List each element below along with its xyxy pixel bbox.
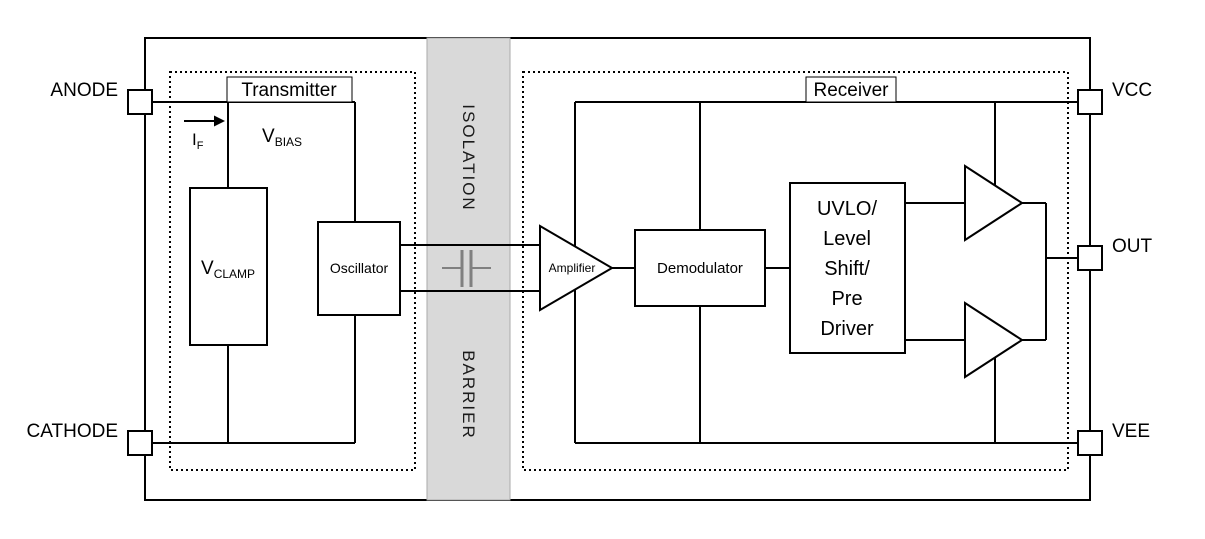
receiver-wires [574, 101, 1078, 444]
amplifier-label: Amplifier [549, 261, 596, 275]
if-current-arrow-icon [184, 115, 225, 127]
pin-label-cathode: CATHODE [27, 421, 118, 442]
pin-label-anode: ANODE [50, 80, 118, 101]
capacitor-icon [442, 250, 491, 287]
if-current-label: IF [192, 130, 204, 152]
demodulator-block [634, 229, 766, 307]
isolation-label-bottom: BARRIER [459, 350, 478, 440]
vclamp-label: VCLAMP [201, 258, 255, 281]
if-arrow-head [214, 115, 225, 127]
transmitter-title-box [226, 76, 353, 103]
oscillator-block [317, 221, 401, 316]
uvlo-label: UVLO/ Level Shift/ Pre Driver [817, 198, 877, 340]
isolation-label-top: ISOLATION [459, 104, 478, 211]
transmitter-region [169, 71, 416, 471]
uvlo-label-line-2: Level [823, 228, 871, 250]
receiver-region [522, 71, 1069, 471]
receiver-title: Receiver [814, 80, 890, 101]
vbias-main: V [262, 126, 275, 147]
demodulator-label: Demodulator [657, 260, 743, 277]
uvlo-label-line-3: Shift/ [824, 258, 870, 280]
output-buffer-bottom-triangle [964, 301, 1024, 379]
if-current-sub: F [197, 140, 204, 152]
transmitter-title: Transmitter [241, 80, 337, 101]
vbias-sub: BIAS [275, 135, 302, 149]
pin-cathode [127, 430, 153, 456]
uvlo-label-line-1: UVLO/ [817, 198, 877, 220]
uvlo-block [789, 182, 906, 354]
vclamp-main: V [201, 258, 214, 279]
if-current-main: I [192, 130, 197, 149]
pin-label-vee: VEE [1112, 421, 1150, 442]
receiver-title-box [805, 76, 897, 103]
uvlo-label-line-5: Driver [820, 318, 874, 340]
pin-label-out: OUT [1112, 236, 1153, 257]
pin-vee [1077, 430, 1103, 456]
pin-label-vcc: VCC [1112, 80, 1152, 101]
pin-anode [127, 89, 153, 115]
pin-out [1077, 245, 1103, 271]
uvlo-label-line-4: Pre [831, 288, 862, 310]
vclamp-sub: CLAMP [214, 267, 255, 281]
pins [127, 89, 1103, 456]
oscillator-label: Oscillator [330, 260, 389, 276]
isolation-band [426, 37, 511, 501]
amplifier-triangle [539, 224, 614, 312]
barrier-crossing-wires [400, 244, 540, 292]
pin-vcc [1077, 89, 1103, 115]
vbias-label: VBIAS [262, 126, 302, 149]
output-buffer-top-triangle [964, 164, 1024, 242]
vclamp-block [189, 187, 268, 346]
